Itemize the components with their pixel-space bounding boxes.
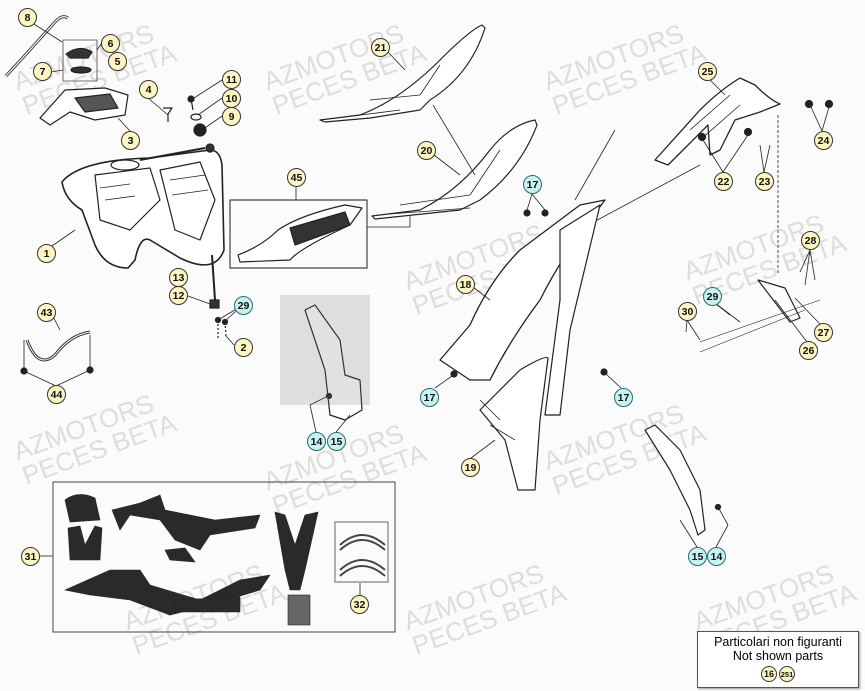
part-callout-29[interactable]: 29 bbox=[703, 287, 722, 306]
part-callout-30[interactable]: 30 bbox=[678, 302, 697, 321]
part-callout-43[interactable]: 43 bbox=[37, 303, 56, 322]
part-callout-15[interactable]: 15 bbox=[688, 547, 707, 566]
not-shown-parts-legend: Particolari non figuranti Not shown part… bbox=[697, 631, 859, 688]
part-callout-23[interactable]: 23 bbox=[755, 172, 774, 191]
part-callout-9[interactable]: 9 bbox=[222, 107, 241, 126]
part-callout-16[interactable]: 16 bbox=[761, 666, 777, 682]
part-callout-10[interactable]: 10 bbox=[222, 89, 241, 108]
part-callout-20[interactable]: 20 bbox=[417, 141, 436, 160]
part-callout-22[interactable]: 22 bbox=[714, 172, 733, 191]
part-callout-28[interactable]: 28 bbox=[801, 231, 820, 250]
part-callout-6[interactable]: 6 bbox=[101, 34, 120, 53]
part-callout-45[interactable]: 45 bbox=[287, 168, 306, 187]
part-callout-8[interactable]: 8 bbox=[18, 8, 37, 27]
part-callout-29[interactable]: 29 bbox=[234, 296, 253, 315]
part-callout-19[interactable]: 19 bbox=[461, 458, 480, 477]
part-callout-251[interactable]: 251 bbox=[779, 666, 795, 682]
part-callout-26[interactable]: 26 bbox=[799, 341, 818, 360]
part-callout-25[interactable]: 25 bbox=[698, 62, 717, 81]
part-callout-17[interactable]: 17 bbox=[420, 388, 439, 407]
part-callout-12[interactable]: 12 bbox=[169, 286, 188, 305]
part-callout-7[interactable]: 7 bbox=[33, 62, 52, 81]
part-callout-18[interactable]: 18 bbox=[456, 275, 475, 294]
part-callout-5[interactable]: 5 bbox=[108, 52, 127, 71]
part-callout-13[interactable]: 13 bbox=[169, 268, 188, 287]
part-callout-31[interactable]: 31 bbox=[21, 547, 40, 566]
legend-line-italian: Particolari non figuranti bbox=[714, 635, 842, 649]
part-callout-24[interactable]: 24 bbox=[814, 131, 833, 150]
tank-cover-drawing bbox=[39, 87, 129, 126]
part-callout-14[interactable]: 14 bbox=[707, 547, 726, 566]
part-callout-11[interactable]: 11 bbox=[222, 70, 241, 89]
part-callout-14[interactable]: 14 bbox=[307, 432, 326, 451]
part-callout-15[interactable]: 15 bbox=[327, 432, 346, 451]
fuel-tank-drawing bbox=[61, 143, 225, 269]
part-callout-2[interactable]: 2 bbox=[234, 338, 253, 357]
legend-line-english: Not shown parts bbox=[732, 649, 824, 663]
part-callout-17[interactable]: 17 bbox=[614, 388, 633, 407]
rim-stickers-group bbox=[335, 522, 388, 582]
part-callout-32[interactable]: 32 bbox=[350, 595, 369, 614]
part-callout-3[interactable]: 3 bbox=[121, 131, 140, 150]
part-callout-17[interactable]: 17 bbox=[523, 175, 542, 194]
part-callout-4[interactable]: 4 bbox=[139, 80, 158, 99]
seat-cover-group bbox=[230, 200, 367, 268]
part-callout-44[interactable]: 44 bbox=[47, 385, 66, 404]
part-callout-27[interactable]: 27 bbox=[814, 323, 833, 342]
part-callout-1[interactable]: 1 bbox=[37, 244, 56, 263]
part-callout-21[interactable]: 21 bbox=[371, 38, 390, 57]
